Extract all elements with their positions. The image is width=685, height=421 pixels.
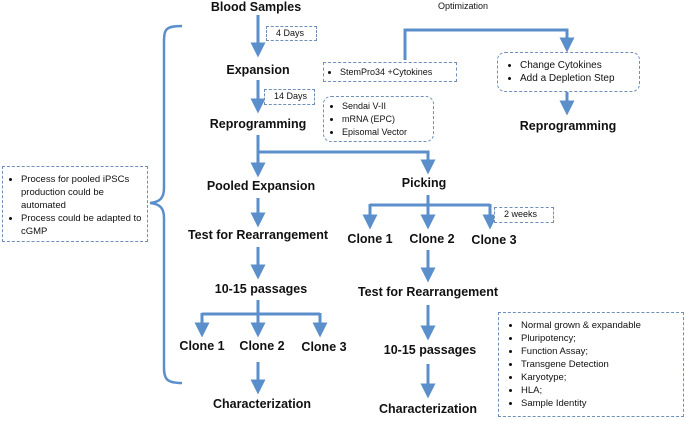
reprogramming-methods-list: Sendai V-IImRNA (EPC)Episomal Vector xyxy=(328,100,433,139)
reprogramming-methods-box: Sendai V-IImRNA (EPC)Episomal Vector xyxy=(323,96,434,142)
fourteen-days-text: 14 Days xyxy=(274,91,308,101)
characterization-item: Normal grown & expandable xyxy=(521,319,683,332)
characterization-item: Pluripotency; xyxy=(521,332,683,345)
step-clone3-right: Clone 3 xyxy=(471,233,517,247)
step-blood-samples: Blood Samples xyxy=(210,0,302,14)
step-clone3-left: Clone 3 xyxy=(301,340,347,354)
step-clone1-right: Clone 1 xyxy=(347,232,393,246)
step-clone1-left: Clone 1 xyxy=(179,339,225,353)
step-characterization-right: Characterization xyxy=(379,402,477,416)
reprogramming-method-item: Sendai V-II xyxy=(342,100,433,113)
step-passages-right: 10-15 passages xyxy=(383,343,477,357)
fourteen-days-label: 14 Days xyxy=(264,89,315,105)
four-days-text: 4 Days xyxy=(276,28,305,38)
step-characterization-left: Characterization xyxy=(213,397,311,411)
step-clone2-left: Clone 2 xyxy=(239,339,285,353)
optimization-branch xyxy=(403,28,575,60)
characterization-item: Function Assay; xyxy=(521,345,683,358)
characterization-item: Transgene Detection xyxy=(521,358,683,371)
process-notes-box: Process for pooled iPSCs production coul… xyxy=(2,166,148,242)
reprogramming-method-item: mRNA (EPC) xyxy=(342,113,433,126)
characterization-items-list: Normal grown & expandablePluripotency;Fu… xyxy=(507,319,683,410)
characterization-item: Karyotype; xyxy=(521,371,683,384)
optimization-box: Change CytokinesAdd a Depletion Step xyxy=(497,52,640,92)
step-test-rearrangement-right: Test for Rearrangement xyxy=(357,285,499,299)
two-weeks-label: 2 weeks xyxy=(494,207,554,223)
optimization-label: Optimization xyxy=(438,1,489,11)
stempro-item: StemPro34 +Cytokines xyxy=(340,66,456,79)
step-expansion: Expansion xyxy=(226,63,290,77)
step-picking: Picking xyxy=(401,176,447,190)
step-reprogramming-left: Reprogramming xyxy=(209,117,307,131)
characterization-item: Sample Identity xyxy=(521,397,683,410)
process-note-item: Process for pooled iPSCs production coul… xyxy=(21,173,147,212)
split-right xyxy=(256,135,436,175)
characterization-items-box: Normal grown & expandablePluripotency;Fu… xyxy=(498,312,684,417)
characterization-item: HLA; xyxy=(521,384,683,397)
two-weeks-text: 2 weeks xyxy=(504,209,538,219)
stempro-box: StemPro34 +Cytokines xyxy=(323,62,457,82)
step-pooled-expansion: Pooled Expansion xyxy=(206,179,316,193)
stempro-list: StemPro34 +Cytokines xyxy=(326,66,456,79)
process-notes-list: Process for pooled iPSCs production coul… xyxy=(7,173,147,238)
step-reprogramming-right: Reprogramming xyxy=(519,119,617,133)
reprogramming-method-item: Episomal Vector xyxy=(342,126,433,139)
optimization-steps-list: Change CytokinesAdd a Depletion Step xyxy=(506,59,639,85)
process-note-item: Process could be adapted to cGMP xyxy=(21,212,147,238)
step-clone2-right: Clone 2 xyxy=(409,232,455,246)
four-days-label: 4 Days xyxy=(266,26,317,41)
optimization-step-item: Change Cytokines xyxy=(520,59,639,72)
optimization-step-item: Add a Depletion Step xyxy=(520,72,639,85)
step-test-rearrangement-left: Test for Rearrangement xyxy=(187,228,329,242)
left-curly-brace xyxy=(149,24,183,385)
step-passages-left: 10-15 passages xyxy=(214,282,308,296)
